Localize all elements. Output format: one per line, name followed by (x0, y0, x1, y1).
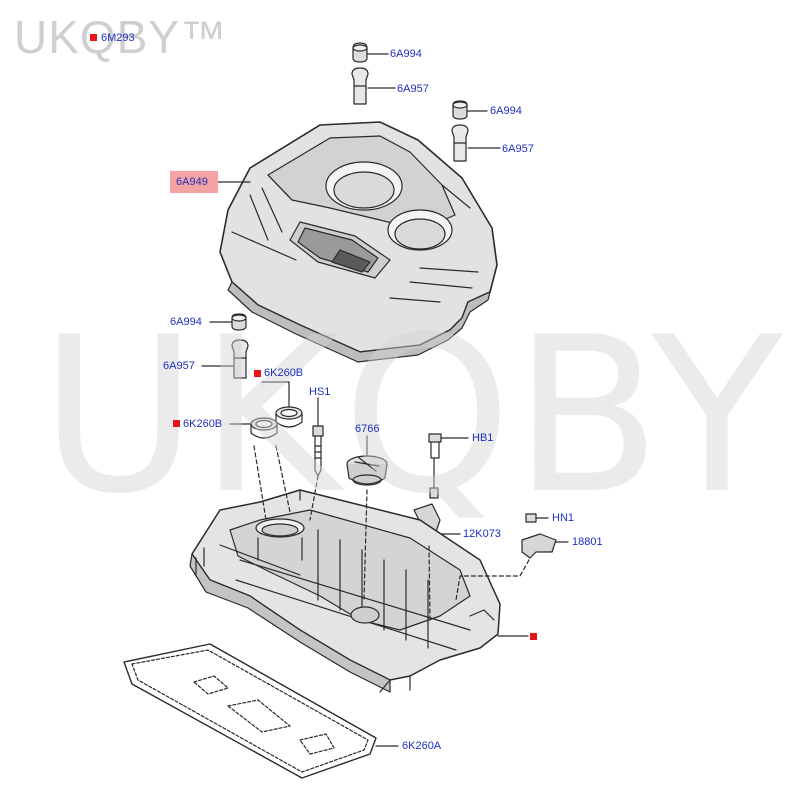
label-6a994-top: 6A994 (390, 48, 422, 60)
stud-right (451, 124, 469, 162)
label-6a949: 6A949 (170, 171, 218, 193)
stud-left (231, 339, 249, 379)
bolt-hs1 (312, 425, 324, 477)
gasket-6k260a (123, 643, 377, 779)
label-hs1: HS1 (309, 386, 331, 398)
grommet-top (352, 42, 368, 63)
label-hb1: HB1 (472, 432, 494, 444)
label-6a957-right: 6A957 (502, 143, 534, 155)
label-18801: 18801 (572, 536, 603, 548)
bolt-hb1 (428, 433, 442, 459)
seal-upper (275, 406, 303, 428)
seal-lower (250, 417, 278, 439)
label-6a957-top: 6A957 (397, 83, 429, 95)
label-6m293: 6M293 (101, 32, 135, 44)
corner-watermark: UKQBY™ (14, 11, 228, 63)
marker-6k260b-lower (173, 420, 180, 427)
grommet-left (231, 313, 247, 331)
label-12k073: 12K073 (463, 528, 501, 540)
label-6k260b-upper: 6K260B (264, 367, 304, 379)
label-6a994-right: 6A994 (490, 105, 522, 117)
label-6a957-left: 6A957 (163, 360, 195, 372)
nut-hn1 (525, 513, 537, 523)
stud-top (351, 67, 369, 105)
label-6766: 6766 (355, 423, 380, 435)
marker-6k260b-upper (254, 370, 261, 377)
engine-cover (219, 121, 498, 363)
label-hn1: HN1 (552, 512, 575, 524)
bracket-18801 (521, 533, 557, 559)
oil-filler-cap (346, 455, 388, 486)
label-6k260a: 6K260A (402, 740, 442, 752)
label-6a994-left: 6A994 (170, 316, 202, 328)
grommet-right (452, 100, 468, 120)
label-6k260b-lower: 6K260B (183, 418, 223, 430)
valve-cover (189, 489, 501, 693)
marker-6m293 (90, 34, 97, 41)
marker-valve-cover (530, 633, 537, 640)
